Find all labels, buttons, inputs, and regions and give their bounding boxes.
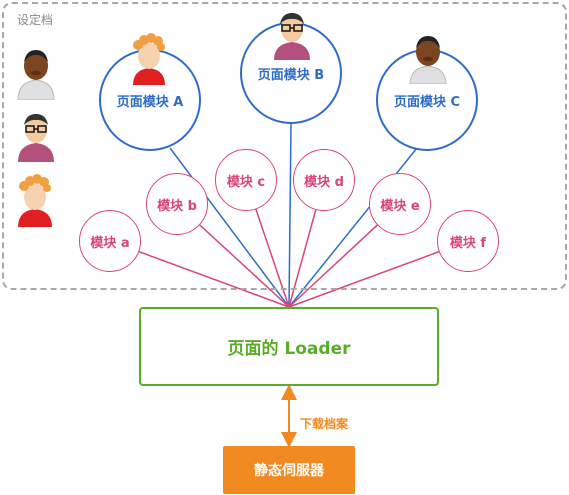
person-curly-red-hair-icon (133, 33, 165, 85)
line-mod-a (109, 240, 290, 308)
profile-label: 设定档 (17, 13, 54, 27)
page-module-B-label: 页面模块 B (257, 67, 325, 83)
module-b: 模块 b (146, 173, 208, 235)
person-glasses-icon (274, 13, 310, 60)
person-curly-red-hair-icon (18, 174, 52, 227)
page-module-A: 页面模块 A (99, 49, 201, 151)
page-loader-label: 页面的 Loader (227, 339, 351, 359)
module-c-label: 模块 c (226, 174, 266, 190)
profile-region (2, 2, 567, 290)
module-d: 模块 d (293, 149, 355, 211)
page-module-C-label: 页面模块 C (393, 94, 461, 110)
module-a-label: 模块 a (90, 235, 130, 251)
person-dark-skin-icon (17, 50, 55, 100)
static-server-box: 静态伺服器 (223, 446, 355, 494)
download-files-label: 下载档案 (300, 417, 349, 431)
module-b-label: 模块 b (157, 198, 197, 214)
person-glasses-icon (18, 114, 54, 162)
module-c: 模块 c (215, 149, 277, 211)
line-page-B (288, 123, 292, 308)
static-server-label: 静态伺服器 (254, 463, 324, 479)
module-e: 模块 e (369, 173, 431, 235)
module-d-label: 模块 d (304, 174, 344, 190)
person-dark-skin-icon (409, 36, 447, 84)
module-f: 模块 f (437, 210, 499, 272)
page-loader-box: 页面的 Loader (139, 307, 439, 386)
module-f-label: 模块 f (449, 235, 487, 251)
line-page-A (169, 147, 290, 308)
module-a: 模块 a (79, 210, 141, 272)
module-e-label: 模块 e (380, 198, 420, 214)
page-module-A-label: 页面模块 A (116, 94, 184, 110)
